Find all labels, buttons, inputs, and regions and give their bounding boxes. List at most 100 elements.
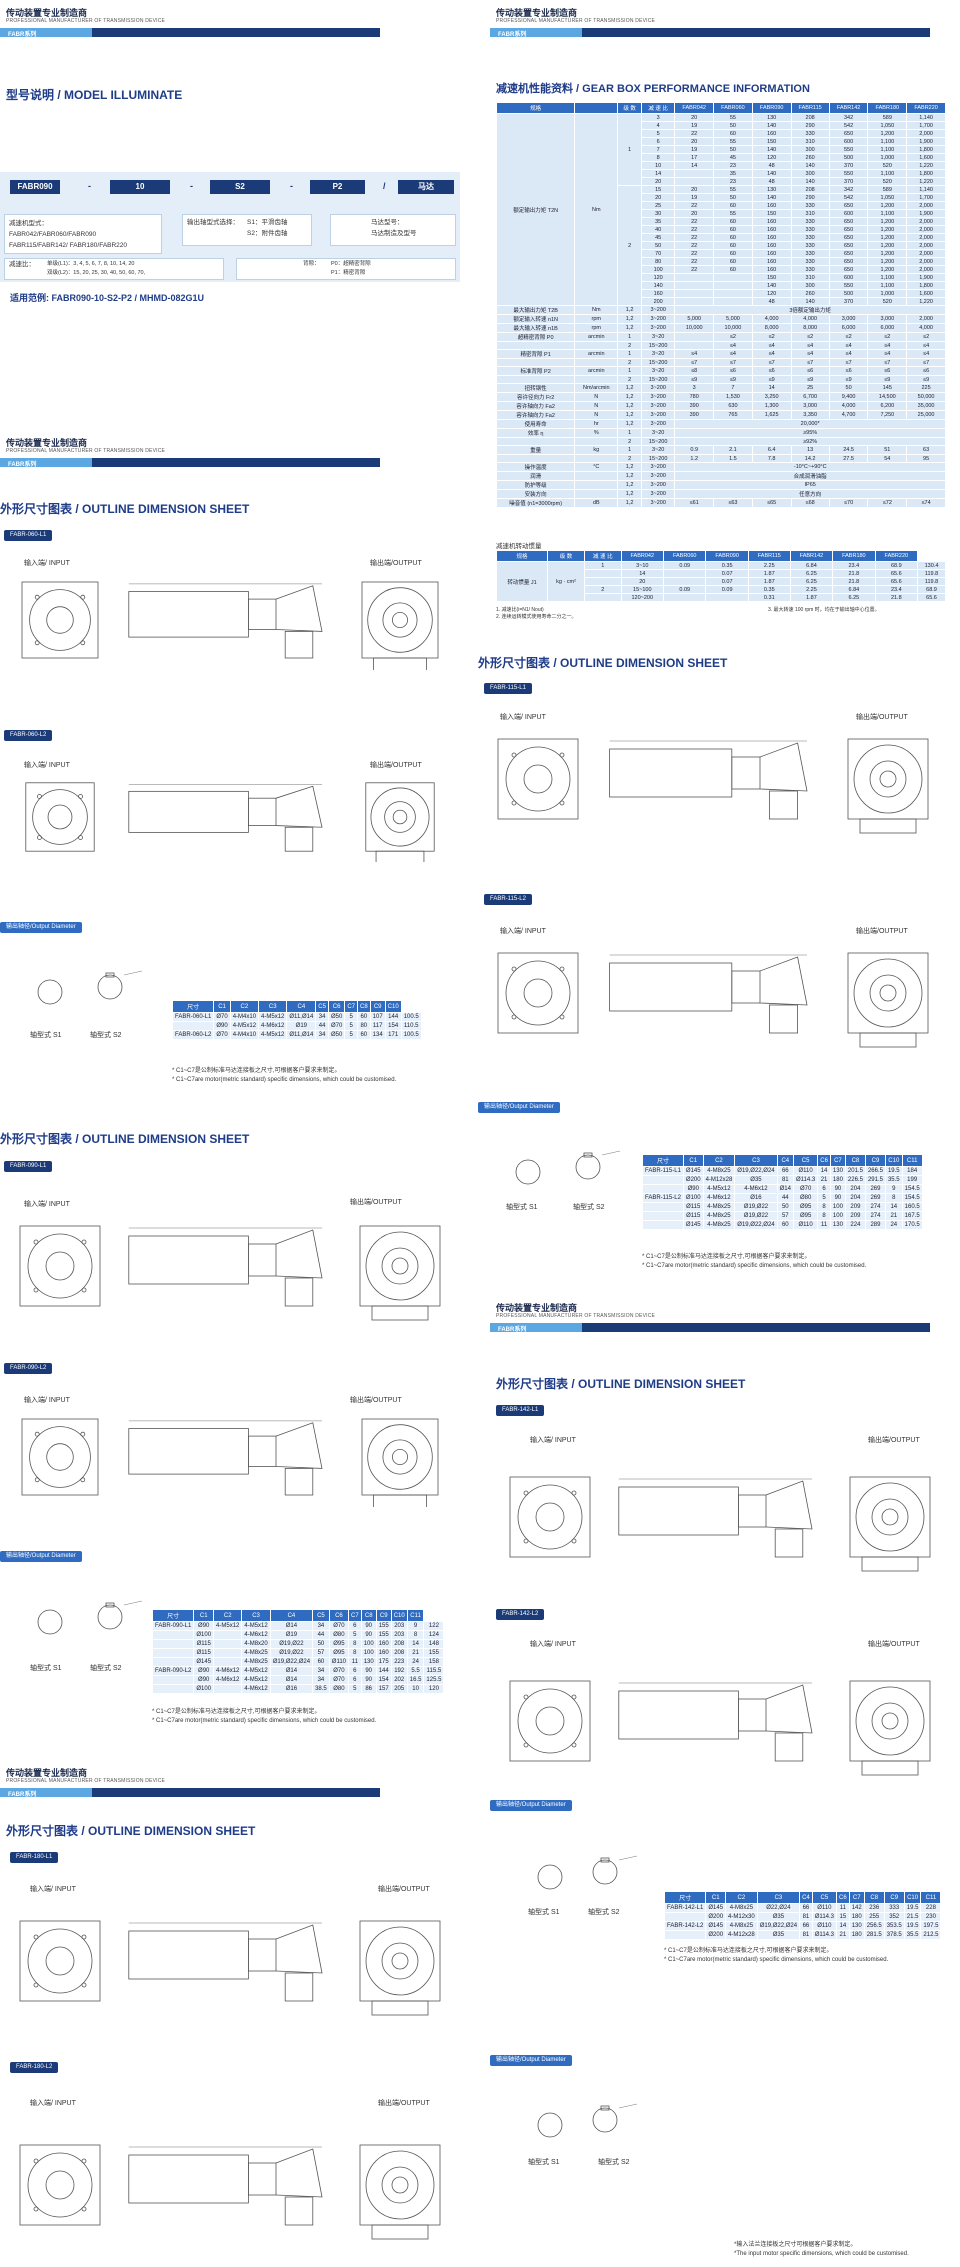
table-cell: 256.5 (863, 1921, 885, 1931)
output-shaft (774, 1528, 804, 1558)
table-cell: 208 (790, 113, 830, 122)
table-cell: rpm (574, 323, 619, 333)
fabr142-l1-drawing (490, 1447, 950, 1587)
table-cell: 1,200 (867, 249, 908, 258)
table-header-cell: C9 (883, 1891, 905, 1904)
table-cell: 1,800 (906, 169, 946, 178)
table-cell: 90 (360, 1675, 377, 1685)
table-header-cell: FABR220 (906, 102, 946, 114)
table-cell: 额定输入转速 n1N (495, 314, 576, 324)
table-cell: ≤61 (674, 498, 715, 508)
table-cell: 63 (906, 445, 946, 455)
table-cell (574, 489, 619, 499)
table-cell: 120 (423, 1684, 445, 1694)
table-cell (574, 471, 619, 481)
table-cell (642, 1220, 684, 1230)
table-cell: 90 (829, 1193, 846, 1203)
bolt-hole (34, 1431, 40, 1437)
right-angle-housing (275, 2148, 323, 2198)
bolt-hole (33, 1934, 39, 1940)
table-cell: 4-M5x12 (702, 1184, 736, 1194)
table-cell: Ø90 (682, 1184, 704, 1194)
table-cell: 1,530 (713, 392, 753, 402)
shaft-key (600, 2105, 610, 2111)
table-cell (495, 358, 576, 367)
table-header-cell: C1 (193, 1609, 215, 1622)
table-cell: 6.84 (832, 585, 876, 594)
table-cell: 5 (344, 1030, 358, 1040)
table-cell: 2 (617, 437, 642, 446)
table-cell: 300 (790, 281, 830, 290)
bolt-hole (571, 1538, 577, 1544)
table-cell: 542 (828, 193, 869, 202)
table-cell: ≤4 (867, 349, 908, 359)
table-cell: 3倍额定输出力矩 (674, 305, 946, 315)
table-cell: 4-M8x25 (702, 1211, 736, 1221)
table-cell: Ø95 (328, 1639, 350, 1649)
table-cell: ≤63 (713, 498, 753, 508)
table-cell: 117 (369, 1021, 386, 1031)
table-cell: 3~200 (640, 489, 676, 499)
bolt-hole (37, 835, 42, 840)
table-cell: Ø114.3 (792, 1175, 819, 1185)
table-cell (705, 593, 749, 602)
output-hub-circle (871, 1702, 909, 1740)
table-header-cell: C3 (258, 1000, 288, 1013)
table-cell: 4-M8x25 (725, 1921, 758, 1931)
table-cell: 35 (713, 169, 753, 178)
reducer-type-label: 减速机型式： (9, 220, 48, 227)
table-cell: 5 (344, 1021, 358, 1031)
table-cell: 160 (751, 249, 792, 258)
output-shaft-circle (392, 809, 408, 825)
table-cell: 1,600 (906, 153, 946, 162)
table-cell: ≤7 (790, 358, 830, 367)
table-cell: 1 (617, 349, 642, 359)
header-bar (0, 458, 380, 467)
table-header-cell: 级 数 (617, 102, 642, 114)
table-cell: 589 (867, 113, 908, 122)
bolt-hole (559, 1014, 565, 1020)
table-cell: 650 (828, 217, 869, 226)
table-cell: 90 (360, 1621, 377, 1631)
table-cell: 0.35 (705, 561, 749, 570)
model-sep: - (290, 181, 293, 191)
table-cell: Ø110 (811, 1903, 838, 1913)
table-header-cell: FABR142 (828, 102, 869, 114)
table-cell: 3~20 (640, 366, 676, 376)
output-base (371, 2000, 429, 2016)
right-angle-housing (275, 1422, 323, 1469)
output-flange-outline (359, 1920, 441, 2002)
table-cell: 4-M6x12 (241, 1684, 271, 1694)
gearbox-drawing-svg (509, 1680, 931, 1776)
table-cell: 60 (713, 257, 753, 266)
table-cell (642, 1211, 684, 1221)
shaft-svg (537, 2112, 563, 2138)
table-cell: 3~20 (640, 332, 676, 342)
output-label: 输出端/OUTPUT (378, 1886, 430, 1893)
output-hub-circle (381, 2166, 419, 2204)
table-cell: Ø16 (734, 1193, 778, 1203)
table-header-cell: FABR090 (751, 102, 792, 114)
table-cell: 23.4 (874, 585, 919, 594)
table-cell: 3~200 (640, 419, 676, 429)
table-cell: 60 (713, 265, 753, 274)
table-cell: 最大输入转速 n1B (495, 323, 576, 333)
table-cell: 精密背隙 P1 (495, 349, 576, 359)
table-cell: 3,000 (867, 314, 908, 324)
table-cell: 14 (884, 1202, 903, 1212)
table-cell: 353.5 (883, 1921, 905, 1931)
output-hub-circle (382, 602, 418, 638)
table-cell: 223 (390, 1657, 408, 1667)
table-cell: 2 (617, 358, 642, 367)
bolt-hole (33, 1287, 39, 1293)
bolt-hole (523, 1490, 529, 1496)
shaft-end-circle (37, 1609, 63, 1635)
table-cell: 520 (867, 161, 908, 170)
